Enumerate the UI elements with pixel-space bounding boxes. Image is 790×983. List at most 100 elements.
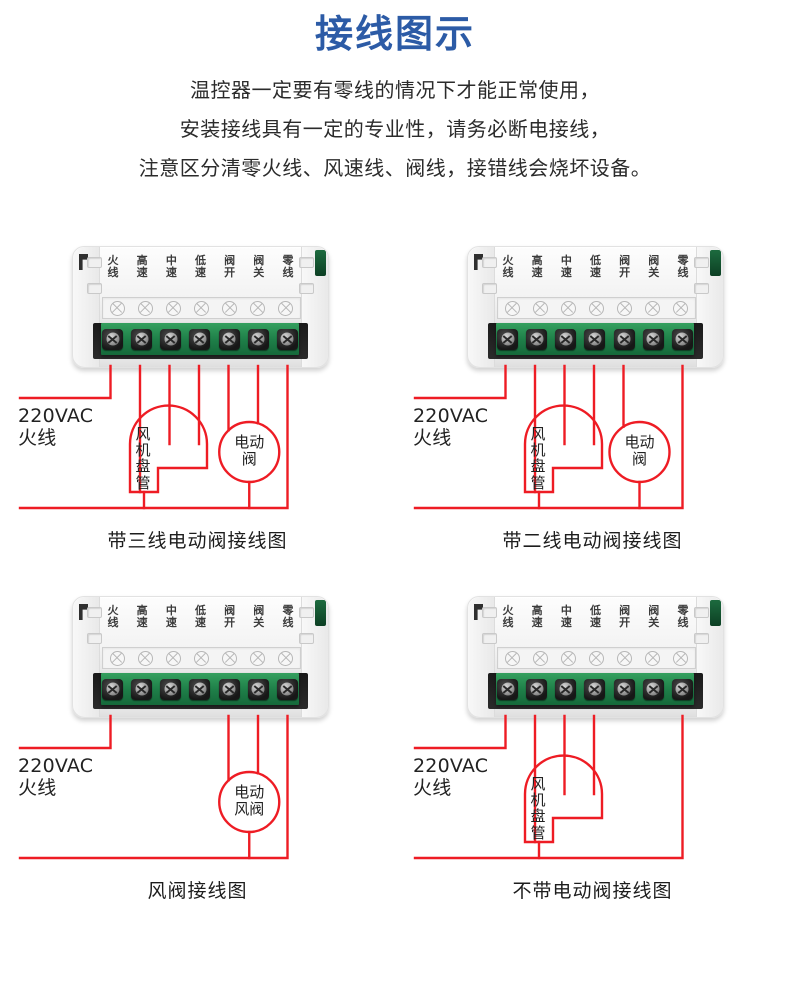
terminal-label-bottom: 线 (502, 266, 514, 280)
wiring-overlay (18, 714, 289, 860)
screw-terminal-阀关[interactable] (642, 678, 664, 700)
screw-terminal-低速[interactable] (584, 328, 606, 350)
terminal-label-高速: 高速 (527, 254, 547, 291)
screw-terminal-零线[interactable] (671, 328, 693, 350)
terminal-label-阀开: 阀开 (615, 604, 635, 641)
screw-terminal-零线[interactable] (671, 678, 693, 700)
terminal-label-top: 零 (282, 254, 294, 267)
screw-terminal-高速[interactable] (131, 678, 153, 700)
snap-clip-icon (87, 607, 102, 618)
snap-clip-icon (694, 257, 709, 268)
terminal-label-top: 中 (165, 604, 177, 617)
green-edge-strip (710, 600, 721, 626)
snap-clip-icon (87, 283, 102, 294)
screw-symbol-icon (250, 300, 266, 316)
terminal-label-bottom: 速 (194, 616, 206, 630)
terminal-label-row: 火线高速中速低速阀开阀关零线 (103, 604, 298, 641)
terminal-label-top: 中 (560, 254, 572, 267)
fan-coil-label-char: 管 (135, 473, 151, 492)
screw-terminal-row (102, 325, 298, 353)
fan-coil-label-char: 管 (530, 473, 546, 492)
screw-head-icon (193, 332, 207, 346)
screw-terminal-阀关[interactable] (247, 328, 269, 350)
screw-terminal-中速[interactable] (160, 328, 182, 350)
screw-symbol-icon (617, 650, 633, 666)
intro-line-1: 温控器一定要有零线的情况下才能正常使用， (190, 79, 600, 102)
screw-symbol-icon (504, 650, 520, 666)
terminal-label-高速: 高速 (132, 604, 152, 641)
screw-terminal-中速[interactable] (160, 678, 182, 700)
terminal-label-零线: 零线 (278, 604, 298, 641)
terminal-label-低速: 低速 (585, 604, 605, 641)
screw-head-icon (588, 682, 602, 696)
valve-label-line: 风阀 (234, 799, 265, 818)
screw-symbol-icon (673, 300, 689, 316)
screw-terminal-阀关[interactable] (642, 328, 664, 350)
valve-label-line: 电动 (624, 433, 655, 451)
screw-terminal-阀关[interactable] (247, 678, 269, 700)
screw-terminal-火线[interactable] (102, 328, 123, 350)
screw-symbol-icon (278, 650, 294, 666)
terminal-label-bottom: 关 (253, 616, 265, 630)
screw-terminal-高速[interactable] (526, 678, 548, 700)
screw-terminal-中速[interactable] (555, 328, 577, 350)
terminal-label-top: 中 (560, 604, 572, 617)
terminal-label-bottom: 关 (648, 616, 660, 630)
terminal-label-bottom: 开 (619, 266, 631, 280)
screw-terminal-阀开[interactable] (613, 328, 635, 350)
screw-terminal-高速[interactable] (131, 328, 153, 350)
thermostat-terminal-block: 火线高速中速低速阀开阀关零线 (72, 246, 329, 368)
intro-text-block: 温控器一定要有零线的情况下才能正常使用， 安装接线具有一定的专业性，请务必断电接… (0, 72, 790, 189)
screw-symbol-icon (193, 300, 209, 316)
screw-symbol-icon (109, 300, 125, 316)
terminal-label-零线: 零线 (673, 254, 693, 291)
screw-terminal-火线[interactable] (497, 328, 518, 350)
diagram-caption: 带三线电动阀接线图 (107, 530, 288, 552)
screw-terminal-火线[interactable] (102, 678, 123, 700)
screw-head-icon (106, 682, 119, 696)
terminal-label-top: 阀 (224, 254, 236, 267)
screw-terminal-低速[interactable] (584, 678, 606, 700)
screw-terminal-阀开[interactable] (218, 328, 240, 350)
screw-head-icon (501, 332, 514, 346)
terminal-label-bottom: 线 (677, 616, 689, 630)
snap-clip-icon (482, 607, 497, 618)
screw-terminal-高速[interactable] (526, 328, 548, 350)
terminal-label-bottom: 速 (560, 616, 572, 630)
snap-clip-icon (694, 283, 709, 294)
terminal-label-top: 阀 (224, 604, 236, 617)
terminal-label-阀开: 阀开 (220, 254, 240, 291)
terminal-label-阀关: 阀关 (644, 254, 664, 291)
screw-symbol-icon (109, 650, 125, 666)
terminal-label-bottom: 速 (165, 616, 177, 630)
screw-head-icon (135, 332, 149, 346)
terminal-label-top: 火 (502, 604, 514, 617)
screw-terminal-火线[interactable] (497, 678, 518, 700)
screw-terminal-中速[interactable] (555, 678, 577, 700)
terminal-label-中速: 中速 (556, 604, 576, 641)
screw-terminal-低速[interactable] (189, 328, 211, 350)
fan-coil-label-char: 机 (530, 441, 546, 460)
terminal-label-bottom: 开 (224, 266, 236, 280)
fan-coil-label-char: 管 (530, 823, 546, 842)
screw-terminal-阀开[interactable] (613, 678, 635, 700)
screw-head-icon (222, 332, 236, 346)
screw-terminal-阀开[interactable] (218, 678, 240, 700)
valve-label-line: 电动 (234, 433, 265, 451)
device-left-cap (73, 247, 102, 367)
supply-live-wire-label: 火线 (413, 777, 452, 800)
screw-symbol-icon (278, 300, 294, 316)
screw-head-icon (646, 332, 660, 346)
wiring-overlay (413, 714, 684, 860)
terminal-label-阀开: 阀开 (220, 604, 240, 641)
terminal-label-top: 零 (282, 604, 294, 617)
terminal-label-top: 高 (136, 254, 148, 267)
snap-clip-icon (299, 607, 314, 618)
screw-terminal-低速[interactable] (189, 678, 211, 700)
screw-terminal-零线[interactable] (276, 678, 298, 700)
intro-line-3: 注意区分清零火线、风速线、阀线，接错线会烧坏设备。 (138, 157, 652, 180)
fan-coil-label-char: 盘 (135, 457, 151, 476)
terminal-label-火线: 火线 (103, 604, 123, 641)
screw-terminal-零线[interactable] (276, 328, 298, 350)
screw-symbol-icon (222, 300, 238, 316)
